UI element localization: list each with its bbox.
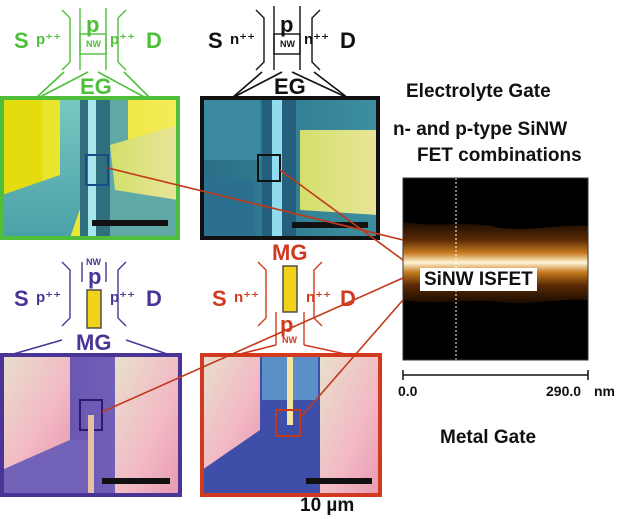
schematic-top-right	[231, 6, 349, 99]
top-left-contact-right: p⁺⁺	[110, 31, 135, 48]
top-left-nw-label: NW	[86, 39, 101, 49]
bottom-left-source-label: S	[14, 286, 29, 311]
schematic-bottom-right	[235, 261, 351, 356]
top-right-channel-label: p	[280, 12, 294, 37]
top-right-contact-right: n⁺⁺	[304, 31, 329, 48]
top-left-drain-label: D	[146, 28, 162, 53]
afm-axis-unit: nm	[594, 383, 615, 399]
top-right-source-label: S	[208, 28, 223, 53]
scale-bar-label: 10 µm	[300, 495, 355, 516]
top-right-nw-label: NW	[280, 39, 295, 49]
combinations-title-line1: n- and p-type SiNW	[393, 119, 568, 140]
top-left-gate-label: EG	[80, 74, 112, 99]
bottom-right-drain-label: D	[340, 286, 356, 311]
top-left-source-label: S	[14, 28, 29, 53]
bottom-right-source-label: S	[212, 286, 227, 311]
bottom-left-channel-label: p	[88, 264, 102, 289]
top-right-contact-left: n⁺⁺	[230, 31, 255, 48]
micrograph-bottom-right	[200, 353, 382, 497]
bottom-left-gate-label: MG	[76, 330, 112, 355]
top-right-gate-label: EG	[274, 74, 306, 99]
combinations-title-line2: FET combinations	[417, 145, 582, 166]
schematic-top-left	[35, 8, 151, 99]
metal-gate-title: Metal Gate	[440, 427, 537, 448]
bottom-left-contact-left: p⁺⁺	[36, 289, 61, 306]
micrograph-top-right	[200, 96, 380, 240]
bottom-right-contact-right: n⁺⁺	[306, 289, 331, 306]
bottom-left-contact-right: p⁺⁺	[110, 289, 135, 306]
bottom-right-channel-label: p	[280, 312, 294, 337]
bottom-right-nw-label: NW	[282, 335, 297, 345]
bottom-right-contact-left: n⁺⁺	[234, 289, 259, 306]
top-left-contact-left: p⁺⁺	[36, 31, 61, 48]
micrograph-top-left	[0, 96, 180, 240]
bottom-left-nw-label: NW	[86, 257, 101, 267]
top-right-drain-label: D	[340, 28, 356, 53]
afm-axis	[402, 370, 589, 380]
top-left-channel-label: p	[86, 12, 100, 37]
afm-axis-start: 0.0	[398, 383, 418, 399]
bottom-right-gate-label: MG	[272, 240, 308, 265]
afm-axis-end: 290.0	[546, 383, 582, 399]
connector-lines	[101, 167, 404, 419]
isfet-label: SiNW ISFET	[420, 268, 537, 291]
electrolyte-gate-title: Electrolyte Gate	[406, 81, 551, 102]
micrograph-bottom-left	[0, 353, 182, 497]
schematic-bottom-left	[9, 261, 171, 356]
bottom-left-drain-label: D	[146, 286, 162, 311]
